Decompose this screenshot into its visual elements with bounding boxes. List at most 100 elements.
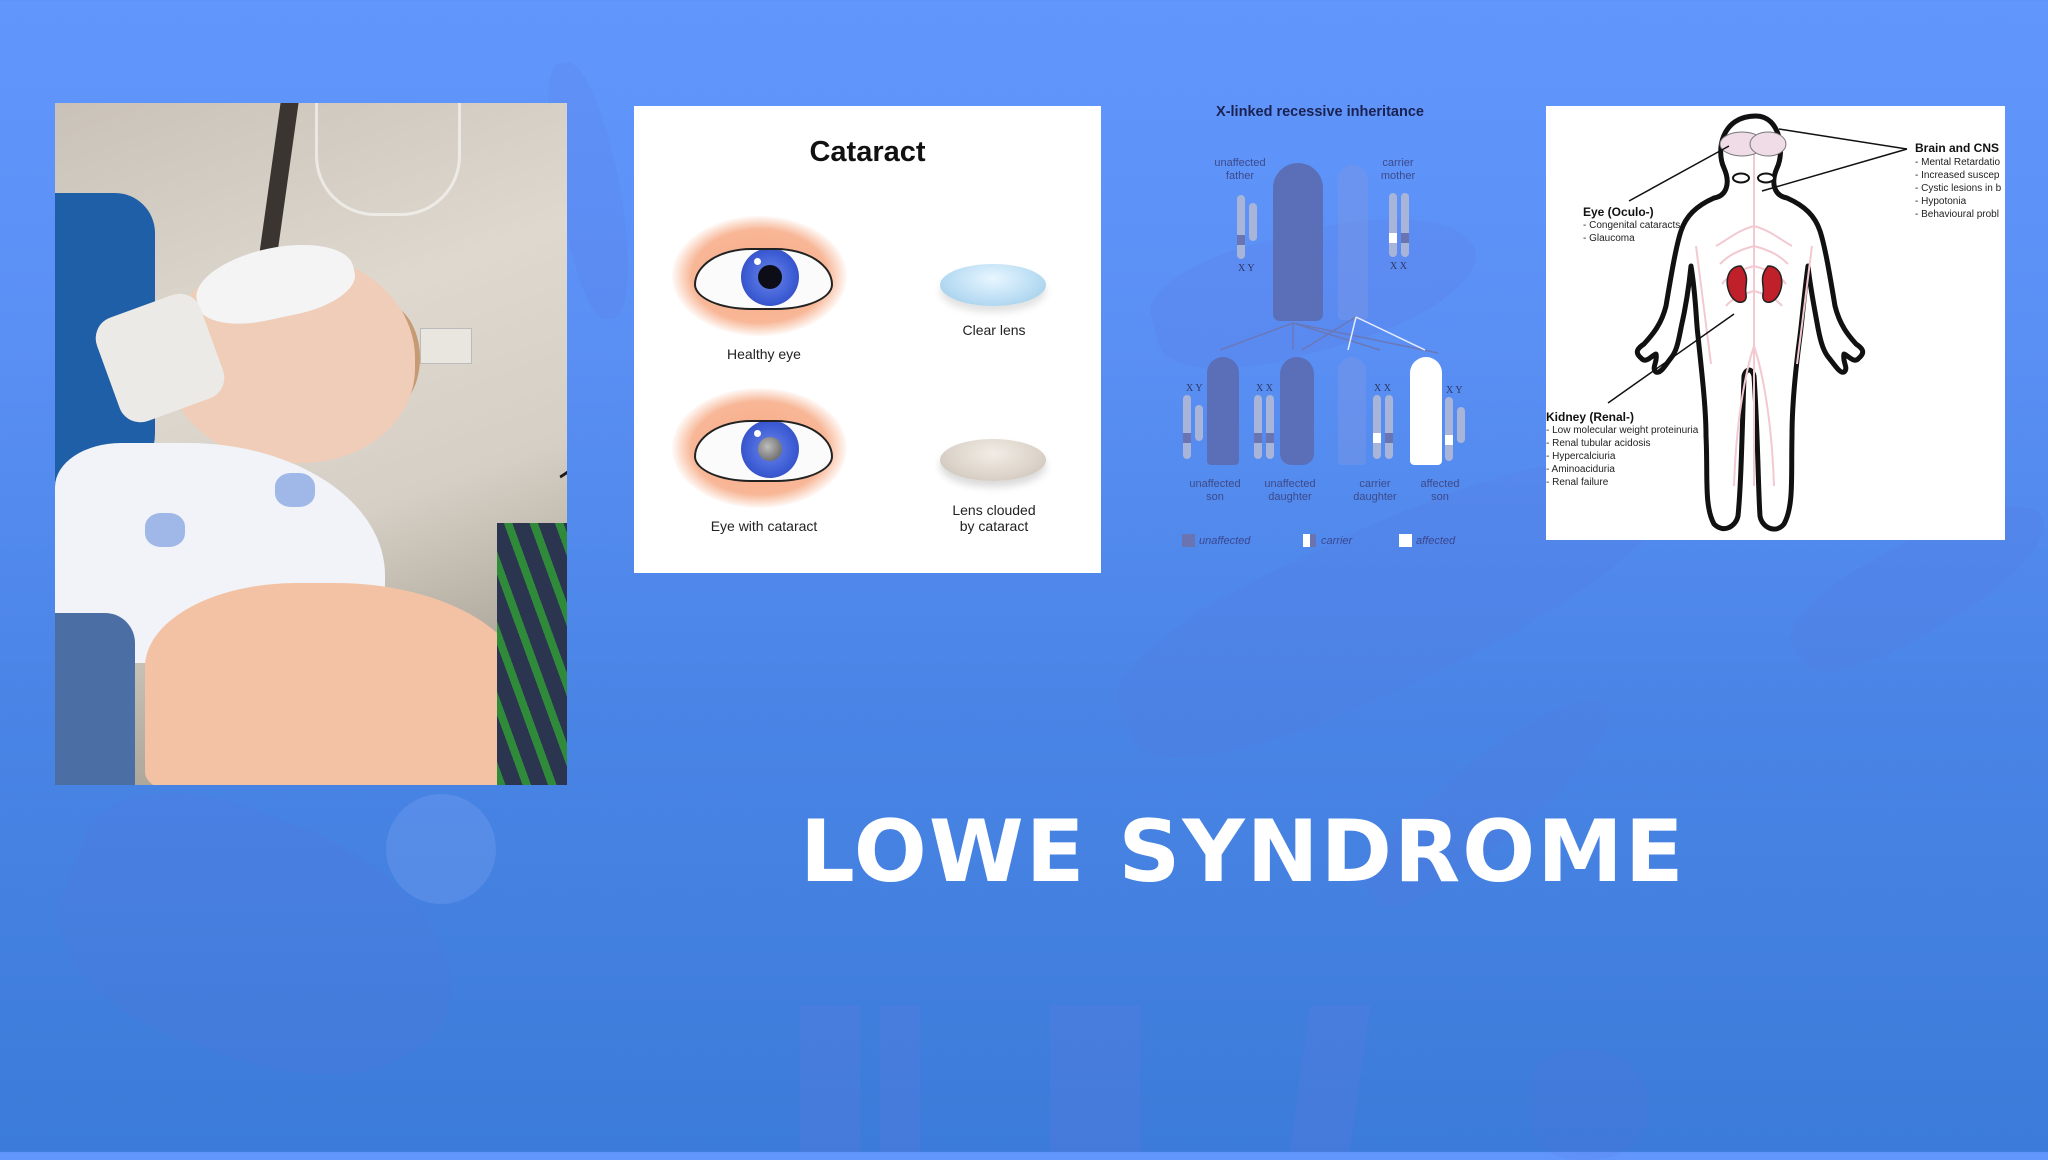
kidney-item: - Hypercalciuria <box>1546 451 1616 462</box>
chromosome-x <box>1445 397 1453 461</box>
body-organ-diagram: Brain and CNS - Mental Retardatio - Incr… <box>1546 106 2005 540</box>
legend-carrier: carrier <box>1321 535 1353 547</box>
brain-item: - Behavioural probl <box>1915 209 1999 220</box>
label-line: father <box>1225 170 1255 182</box>
bg-shape <box>1289 1005 1371 1152</box>
photo-cuff <box>55 613 135 785</box>
label-line: daughter <box>1353 491 1397 503</box>
caption-line: by cataract <box>959 518 1029 534</box>
cataract-title: Cataract <box>809 136 926 168</box>
label-line: unaffected <box>1214 157 1266 169</box>
eye-iris <box>741 422 799 478</box>
caption-line: Lens clouded <box>952 502 1036 518</box>
photo-pole <box>259 103 299 253</box>
chromosome-y <box>1457 407 1465 443</box>
child-label: unaffected son <box>1180 478 1250 504</box>
onesie-pattern <box>275 473 315 507</box>
chromosome-x <box>1385 395 1393 459</box>
father-silhouette <box>1273 163 1323 321</box>
infant-photo <box>55 103 567 785</box>
mother-silhouette <box>1338 165 1368 320</box>
brain-item: - Cystic lesions in b <box>1915 183 2002 194</box>
photo-arm <box>145 583 525 785</box>
son-silhouette <box>1207 357 1239 465</box>
child-chromosomes: X Y <box>1446 385 1463 396</box>
label-line: carrier <box>1359 478 1391 490</box>
legend-unaffected-swatch <box>1182 534 1195 547</box>
kidney-item: - Renal failure <box>1546 477 1609 488</box>
child-chromosomes: X X <box>1256 383 1273 394</box>
brain-item: - Hypotonia <box>1915 196 1967 207</box>
eye-glint <box>754 258 761 265</box>
child-chromosomes: X X <box>1374 383 1391 394</box>
eye-pupil <box>758 265 782 289</box>
kidney-item: - Aminoaciduria <box>1546 464 1615 475</box>
cataract-eye-caption: Eye with cataract <box>710 518 818 534</box>
chromosome-x <box>1237 195 1245 259</box>
affected-son-silhouette <box>1410 357 1442 465</box>
mother-chromosomes: X X <box>1390 261 1407 272</box>
label-line: unaffected <box>1264 478 1316 490</box>
chromosome-x <box>1389 193 1397 257</box>
eye-iris <box>741 250 799 306</box>
eye-white <box>694 420 833 482</box>
father-chromosomes: X Y <box>1238 263 1255 274</box>
label-line: affected <box>1420 478 1460 490</box>
healthy-eye-caption: Healthy eye <box>727 346 801 362</box>
onesie-pattern <box>145 513 185 547</box>
label-line: son <box>1431 491 1449 503</box>
cataract-eye-illustration <box>672 388 847 508</box>
parent-label-father: unaffected father <box>1200 157 1280 183</box>
brain-item: - Mental Retardatio <box>1915 157 2001 168</box>
inheritance-lines <box>1219 316 1439 354</box>
inheritance-figure: X-linked recessive inheritance unaffecte… <box>1160 95 1480 555</box>
child-chromosomes: X Y <box>1186 383 1203 394</box>
child-label: unaffected daughter <box>1250 478 1330 504</box>
brain-title: Brain and CNS <box>1915 141 2000 155</box>
eye-white <box>694 248 833 310</box>
photo-socket <box>420 328 472 364</box>
legend-affected: affected <box>1416 535 1456 547</box>
chromosome-y <box>1249 203 1257 241</box>
bg-shape <box>800 1005 860 1152</box>
label-line: carrier <box>1382 157 1414 169</box>
legend-unaffected: unaffected <box>1199 535 1251 547</box>
chromosome-x <box>1183 395 1191 459</box>
child-label: carrier daughter <box>1335 478 1415 504</box>
body-outline <box>1607 113 1908 532</box>
legend-affected-swatch <box>1399 534 1412 547</box>
cataract-figure: Cataract Healthy eye Clear lens Eye with… <box>634 106 1101 573</box>
bg-circle <box>386 794 496 904</box>
legend-carrier-swatch <box>1310 534 1316 547</box>
chromosome-x <box>1254 395 1262 459</box>
eye-item: - Congenital cataracts <box>1583 220 1681 231</box>
child-label: affected son <box>1405 478 1475 504</box>
brain-item: - Increased suscep <box>1915 170 2000 181</box>
parent-label-mother: carrier mother <box>1363 157 1433 183</box>
kidney-title: Kidney (Renal-) <box>1546 410 1635 424</box>
slide-title: LOWE SYNDROME <box>800 802 1686 902</box>
label-line: mother <box>1380 170 1416 182</box>
clear-lens-illustration <box>940 264 1046 306</box>
chromosome-y <box>1195 405 1203 441</box>
clouded-lens-caption: Lens clouded by cataract <box>924 502 1064 534</box>
chromosome-x <box>1373 395 1381 459</box>
bg-shape <box>1050 1005 1140 1152</box>
eye-item: - Glaucoma <box>1583 233 1635 244</box>
chromosome-x <box>1401 193 1409 257</box>
bg-shape <box>880 1005 920 1152</box>
photo-rail <box>497 523 567 785</box>
inheritance-title: X-linked recessive inheritance <box>1216 104 1424 120</box>
bg-shape <box>1530 1050 1650 1160</box>
label-line: unaffected <box>1189 478 1241 490</box>
label-line: son <box>1206 491 1224 503</box>
legend-carrier-swatch <box>1303 534 1310 547</box>
eye-glint <box>754 430 761 437</box>
chromosome-x <box>1266 395 1274 459</box>
clear-lens-caption: Clear lens <box>962 322 1026 338</box>
daughter-silhouette <box>1280 357 1314 465</box>
clouded-lens-illustration <box>940 439 1046 481</box>
eye-pupil-cloudy <box>758 437 782 461</box>
photo-tube <box>315 103 461 216</box>
healthy-eye-illustration <box>672 216 847 336</box>
